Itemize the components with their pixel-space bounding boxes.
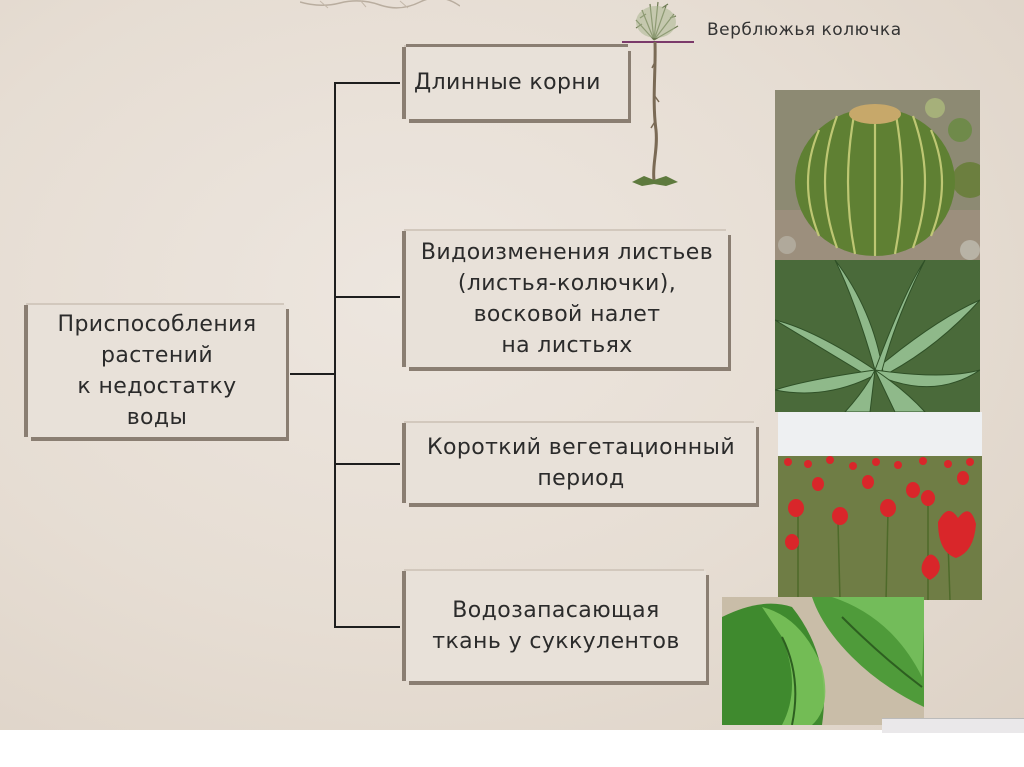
connector-branch-4 xyxy=(334,626,400,628)
succulent-leaves-photo xyxy=(722,597,924,725)
aloe-plant-photo xyxy=(775,260,980,412)
barrel-cactus-photo xyxy=(775,90,980,260)
branch-label-long-roots: Длинные корни xyxy=(414,70,601,95)
slide: Верблюжья колючка Приспособления растени… xyxy=(0,0,1024,730)
camel-thorn-roots-illustration xyxy=(622,1,694,186)
branch-box-long-roots: Длинные корни xyxy=(402,44,628,119)
connector-vertical-trunk xyxy=(334,82,336,628)
top-decoration-icon xyxy=(300,0,460,9)
branch-label-leaf-modifications: Видоизменения листьев (листья-колючки), … xyxy=(420,240,714,358)
connector-branch-2 xyxy=(334,296,400,298)
branch-box-water-storage: Водозапасающая ткань у суккулентов xyxy=(402,571,706,681)
root-concept-label: Приспособления растений к недостатку вод… xyxy=(57,312,257,430)
branch-label-short-season: Короткий вегетационный период xyxy=(426,435,736,491)
root-concept-box: Приспособления растений к недостатку вод… xyxy=(24,305,286,437)
bottom-toolbar-strip xyxy=(882,718,1024,733)
connector-branch-3 xyxy=(334,463,400,465)
branch-box-leaf-modifications: Видоизменения листьев (листья-колючки), … xyxy=(402,231,728,367)
plant-caption: Верблюжья колючка xyxy=(707,20,902,40)
branch-label-water-storage: Водозапасающая ткань у суккулентов xyxy=(432,598,680,654)
connector-branch-1 xyxy=(334,82,400,84)
red-tulips-field-photo xyxy=(778,412,982,600)
connector-root-horizontal xyxy=(290,373,336,375)
branch-box-short-season: Короткий вегетационный период xyxy=(402,423,756,503)
